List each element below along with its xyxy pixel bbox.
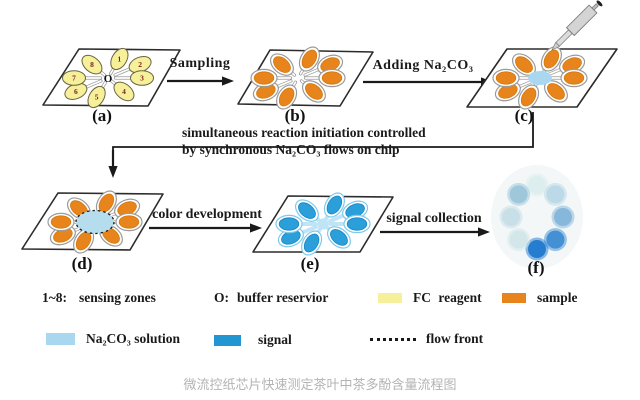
- sensing-zone: [346, 217, 368, 231]
- na2co3-drop: [528, 71, 552, 85]
- sensing-zone: [563, 71, 585, 85]
- buffer-reservoir-mark: O: [104, 73, 113, 85]
- annotation-line-1: simultaneous reaction initiation control…: [182, 125, 426, 140]
- chip-a-label: (a): [92, 106, 112, 125]
- legend-fc-reagent: FC reagent: [378, 290, 482, 306]
- chip-a-drawing: 1 2 3 4 5 6 7 8O: [42, 47, 181, 109]
- sensing-zone: [81, 54, 103, 75]
- chip-f-label: (f): [527, 258, 545, 277]
- sensing-zone: [62, 70, 86, 86]
- zone-number: 5: [95, 93, 99, 102]
- arrow-label-color-development: color development: [152, 207, 262, 222]
- chip-b: [230, 40, 380, 120]
- chip-d-label: (d): [71, 254, 93, 273]
- zone-number: 2: [138, 60, 142, 69]
- legend-buffer-key: O:: [214, 290, 229, 305]
- chip-e: [245, 188, 405, 268]
- sensing-zone: [303, 233, 320, 253]
- micropipette-icon: [551, 0, 603, 51]
- na2co3-swatch: [46, 333, 75, 345]
- sensing-zone: [130, 70, 154, 86]
- legend-fc-reagent-label: FC reagent: [413, 290, 482, 305]
- arrow-label-adding-na2co3: Adding Na₂CO₃: [372, 58, 474, 73]
- sensing-zone: [118, 215, 140, 229]
- legend-sensing-zones-label: sensing zones: [79, 290, 156, 305]
- chip-f-drawing: [491, 165, 583, 269]
- chip-f-result-photo: [480, 160, 595, 280]
- sensing-zone: [253, 71, 275, 85]
- legend-signal-label: signal: [258, 332, 292, 347]
- sensing-zone: [87, 85, 106, 109]
- sensing-zone: [495, 71, 517, 85]
- legend-na2co3-solution: Na₂CO₃ solution: [46, 331, 180, 347]
- sensing-zone: [110, 47, 129, 71]
- sensing-zone: [520, 87, 537, 107]
- chip-e-label: (e): [300, 254, 320, 273]
- zone-number: 3: [140, 74, 144, 83]
- sensing-zone: [543, 49, 560, 69]
- sensing-zone: [330, 229, 348, 246]
- zone-number: 6: [74, 87, 78, 96]
- legend-flow-front: flow front: [370, 331, 483, 347]
- zone-number: 7: [72, 74, 76, 83]
- sensing-zone: [273, 56, 291, 73]
- sensing-zone: [547, 83, 565, 100]
- chip-c-label: (c): [514, 106, 534, 125]
- sensing-zone: [278, 87, 295, 107]
- annotation-line-2: by synchronous Na₂CO₃ flows on chip: [182, 141, 400, 157]
- sensing-zone: [305, 83, 323, 100]
- legend-flow-front-label: flow front: [426, 331, 484, 346]
- fc-reagent-swatch: [378, 293, 402, 303]
- legend-buffer-label: buffer reservior: [237, 290, 329, 305]
- sensing-zone: [326, 195, 343, 215]
- legend-na2co3-label: Na₂CO₃ solution: [86, 331, 180, 346]
- arrow-label-signal-collection: signal collection: [386, 211, 482, 226]
- sensing-zone: [515, 56, 533, 73]
- arrow-label-sampling: Sampling: [169, 56, 231, 71]
- signal-swatch: [214, 334, 241, 346]
- sensing-zone: [298, 202, 316, 219]
- zone-number: 8: [90, 60, 94, 69]
- sensing-zone: [321, 71, 343, 85]
- flow-front-dotted-icon: [370, 337, 416, 341]
- zone-number: 1: [118, 55, 122, 64]
- reaction-annotation: simultaneous reaction initiation control…: [182, 125, 426, 158]
- legend-sensing-zones: 1~8: sensing zones: [42, 290, 156, 306]
- sample-swatch: [502, 293, 526, 303]
- chip-d: [15, 185, 175, 265]
- zone-number: 4: [122, 87, 126, 96]
- legend-signal: signal: [214, 332, 292, 348]
- legend-sample: sample: [502, 290, 578, 306]
- sensing-zone: [113, 81, 135, 102]
- legend-sample-label: sample: [537, 290, 578, 305]
- chip-b-drawing: [237, 46, 374, 110]
- sensing-zone: [278, 217, 300, 231]
- chip-e-drawing: [252, 192, 394, 256]
- flow-front-boundary: [75, 209, 115, 235]
- chip-b-label: (b): [284, 106, 306, 125]
- chip-c-drawing: [466, 0, 618, 110]
- chip-d-drawing: [21, 190, 164, 254]
- legend-sensing-zones-key: 1~8:: [42, 290, 68, 305]
- sensing-zone: [50, 215, 72, 229]
- sensing-zone: [301, 49, 318, 69]
- chip-c: [455, 0, 640, 120]
- figure-caption: 微流控纸芯片快速测定茶叶中茶多酚含量流程图: [183, 377, 457, 392]
- legend-buffer-reservoir: O: buffer reservior: [214, 290, 328, 306]
